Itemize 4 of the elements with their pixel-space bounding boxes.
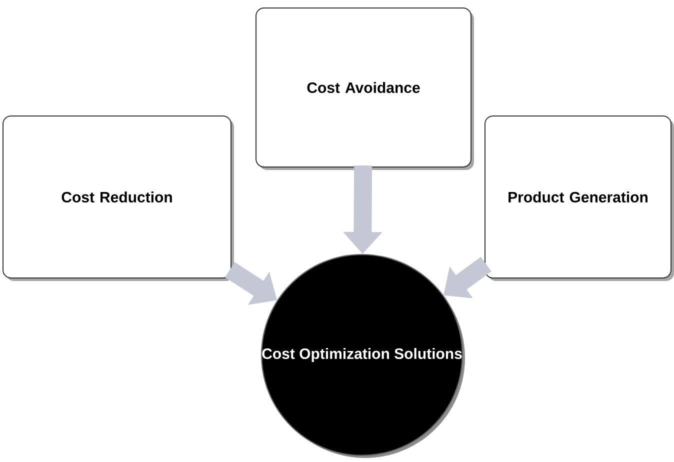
circle-node: Cost Optimization Solutions: [261, 254, 465, 458]
process-box: Cost Avoidance: [256, 8, 474, 170]
process-box: Cost Reduction: [2, 116, 234, 281]
process-box: Product Generation: [484, 116, 674, 281]
